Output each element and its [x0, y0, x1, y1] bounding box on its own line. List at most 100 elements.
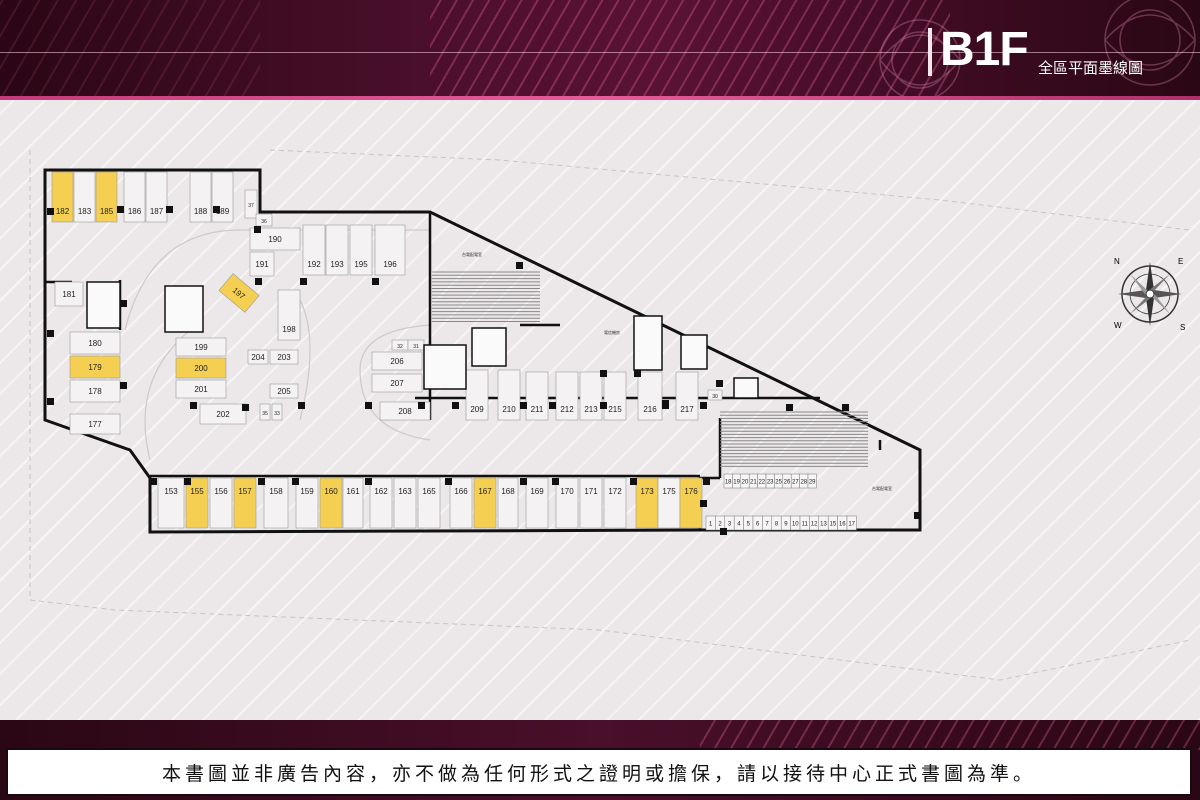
- column: [120, 300, 127, 307]
- stall-fill: [73, 171, 96, 223]
- column: [258, 478, 265, 485]
- column: [166, 206, 173, 213]
- parking-stall: 183: [73, 171, 96, 223]
- stall-number: 37: [248, 203, 254, 209]
- stall-number: 157: [238, 487, 252, 496]
- parking-stall: 205: [269, 383, 299, 399]
- stall-fill: [369, 477, 393, 529]
- parking-stall: 215: [603, 371, 627, 421]
- stall-number: 193: [330, 260, 344, 269]
- stall-highlight-fill: [175, 357, 227, 379]
- stall-fill: [209, 477, 233, 529]
- stall-highlight-fill: [679, 477, 703, 529]
- motorcycle-stall-number: 3: [728, 522, 732, 528]
- parking-stall: 176: [679, 477, 703, 529]
- stall-fill: [157, 477, 185, 529]
- parking-stall: 35: [259, 403, 271, 421]
- stall-fill: [249, 227, 301, 251]
- motorcycle-stall-fill: [846, 515, 857, 531]
- stall-fill: [189, 171, 212, 223]
- stall-fill: [603, 371, 627, 421]
- stall-fill: [69, 413, 121, 435]
- parking-stall: 210: [497, 369, 521, 421]
- parking-stall: 212: [555, 371, 579, 421]
- column: [254, 226, 261, 233]
- parking-stall: 160: [319, 477, 343, 529]
- motorcycle-stall: 7: [762, 515, 773, 531]
- column: [520, 478, 527, 485]
- parking-stall: 199: [175, 337, 227, 357]
- column: [786, 404, 793, 411]
- column: [549, 402, 556, 409]
- stall-highlight-fill: [319, 477, 343, 529]
- parking-stall: 202: [199, 403, 247, 425]
- header-stripes: [430, 0, 950, 100]
- stall-number: 160: [324, 487, 338, 496]
- parking-stall: 187: [145, 171, 168, 223]
- parking-stall: 197: [218, 273, 260, 313]
- compass-e-label: E: [1178, 257, 1183, 266]
- stall-number: 210: [502, 405, 516, 414]
- parking-stall: 207: [371, 373, 423, 393]
- stall-fill: [255, 213, 273, 227]
- motorcycle-stall: 8: [771, 515, 782, 531]
- header-banner: B1F 全區平面墨線圖: [0, 0, 1200, 100]
- stall-number: 170: [560, 487, 574, 496]
- parking-stall: 195: [349, 224, 373, 276]
- motorcycle-stall-number: 28: [800, 480, 807, 486]
- stall-fill: [123, 171, 146, 223]
- parking-stall: 189: [211, 171, 234, 223]
- stall-number: 181: [62, 290, 76, 299]
- motorcycle-stall: 23: [765, 473, 775, 489]
- stall-number: 186: [128, 207, 142, 216]
- motorcycle-stall: 17: [846, 515, 857, 531]
- parking-stall: 211: [525, 371, 549, 421]
- column: [47, 208, 54, 215]
- compass-s-label: S: [1180, 323, 1185, 332]
- header-accent-line: [0, 96, 1200, 100]
- stall-number: 198: [282, 325, 296, 334]
- stall-fill: [675, 371, 699, 421]
- stall-number: 169: [530, 487, 544, 496]
- structural-columns: [47, 206, 921, 535]
- parking-stall: 168: [497, 477, 519, 529]
- column: [300, 278, 307, 285]
- motorcycle-stall-number: 16: [839, 522, 846, 528]
- stall-number: 208: [398, 407, 412, 416]
- motorcycle-stall-number: 13: [820, 522, 827, 528]
- stall-fill: [199, 403, 247, 425]
- motorcycle-stall-number: 12: [811, 522, 818, 528]
- stall-number: 195: [354, 260, 368, 269]
- parking-stall: 30: [707, 389, 723, 401]
- stall-fill: [497, 369, 521, 421]
- stall-number: 178: [88, 387, 102, 396]
- stall-number: 212: [560, 405, 574, 414]
- disclaimer-box: 本書圖並非廣告內容，亦不做為任何形式之證明或擔保，請以接待中心正式書圖為準。: [6, 748, 1192, 796]
- stall-number: 163: [398, 487, 412, 496]
- motorcycle-stall-number: 23: [767, 480, 774, 486]
- parking-stall: 186: [123, 171, 146, 223]
- parking-stall: 153: [157, 477, 185, 529]
- parking-stall: 158: [263, 477, 289, 529]
- stall-number: 199: [194, 343, 208, 352]
- motorcycle-stall: 11: [799, 515, 810, 531]
- parking-stall: 170: [555, 477, 579, 529]
- parking-stall: 161: [342, 477, 364, 529]
- stall-number: 188: [194, 207, 208, 216]
- stall-number: 153: [164, 487, 178, 496]
- parking-stall: 208: [379, 401, 431, 421]
- column: [190, 402, 197, 409]
- parking-stall: 180: [69, 331, 121, 355]
- parking-stall: 213: [579, 371, 603, 421]
- header-stripes-left: [0, 0, 260, 100]
- parking-stall: 167: [473, 477, 497, 529]
- stall-number: 189: [216, 207, 230, 216]
- stall-fill: [525, 371, 549, 421]
- stall-fill: [417, 477, 441, 529]
- footer-banner: 本書圖並非廣告內容，亦不做為任何形式之證明或擔保，請以接待中心正式書圖為準。: [0, 720, 1200, 800]
- stall-number: 201: [194, 385, 208, 394]
- stall-fill: [525, 477, 549, 529]
- stall-highlight-fill: [185, 477, 209, 529]
- parking-stall: 162: [369, 477, 393, 529]
- motorcycle-stall: 4: [733, 515, 744, 531]
